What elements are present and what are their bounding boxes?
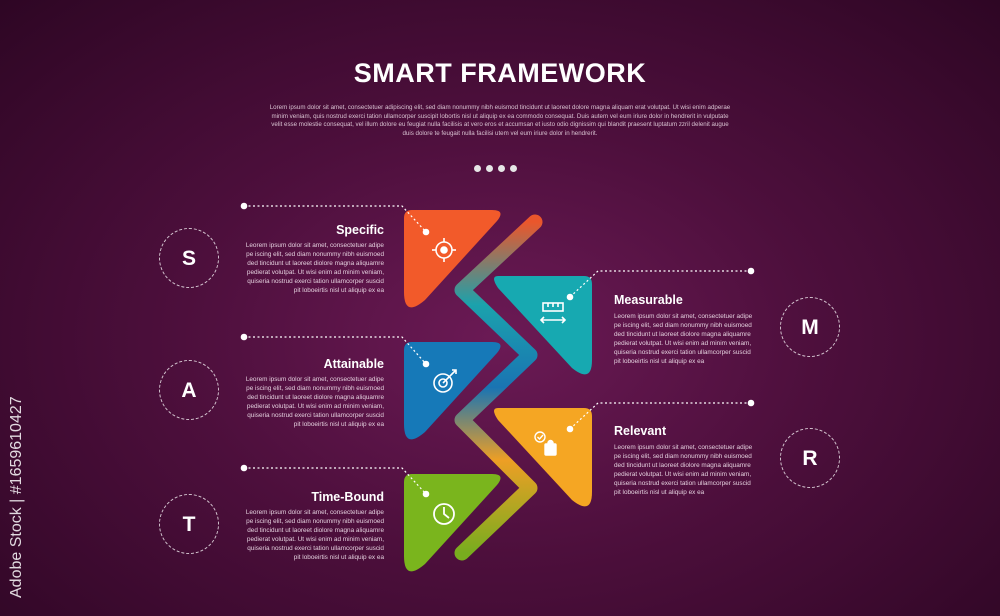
dartboard-icon <box>433 369 457 393</box>
measurable-shape <box>494 276 592 375</box>
time-bound-shape <box>404 474 501 572</box>
attainable-title: Attainable <box>323 357 384 371</box>
connector-dots <box>240 202 755 498</box>
relevant-shape <box>494 408 592 507</box>
relevant-text: Leorem ipsum dolor sit amet, consectetue… <box>614 444 753 496</box>
page-subtitle: Lorem ipsum dolor sit amet, consectetuer… <box>269 104 731 137</box>
watermark-text: Adobe Stock | #1659610427 <box>8 396 25 598</box>
attainable-text: Leorem ipsum dolor sit amet, consectetue… <box>245 376 384 428</box>
zigzag-ribbon <box>454 214 543 561</box>
time-bound-text: Leorem ipsum dolor sit amet, consectetue… <box>245 509 384 561</box>
clock-icon <box>433 503 455 525</box>
letter-r-circle: R <box>780 428 840 488</box>
pagination-dots <box>474 159 522 172</box>
specific-text: Leorem ipsum dolor sit amet, consectetue… <box>245 242 384 294</box>
puzzle-check-icon <box>534 431 557 456</box>
page-title: SMART FRAMEWORK <box>353 58 647 88</box>
time-bound-title: Time-Bound <box>311 490 384 504</box>
ruler-icon <box>539 302 567 324</box>
letter-s-circle: S <box>159 228 219 288</box>
relevant-title: Relevant <box>614 424 667 438</box>
letter-m-circle: M <box>780 297 840 357</box>
measurable-text: Leorem ipsum dolor sit amet, consectetue… <box>614 313 753 365</box>
measurable-title: Measurable <box>614 293 683 307</box>
letter-t-circle: T <box>159 494 219 554</box>
connectors <box>244 205 751 495</box>
target-icon <box>432 238 456 262</box>
specific-title: Specific <box>336 223 384 237</box>
letter-a-circle: A <box>159 360 219 420</box>
